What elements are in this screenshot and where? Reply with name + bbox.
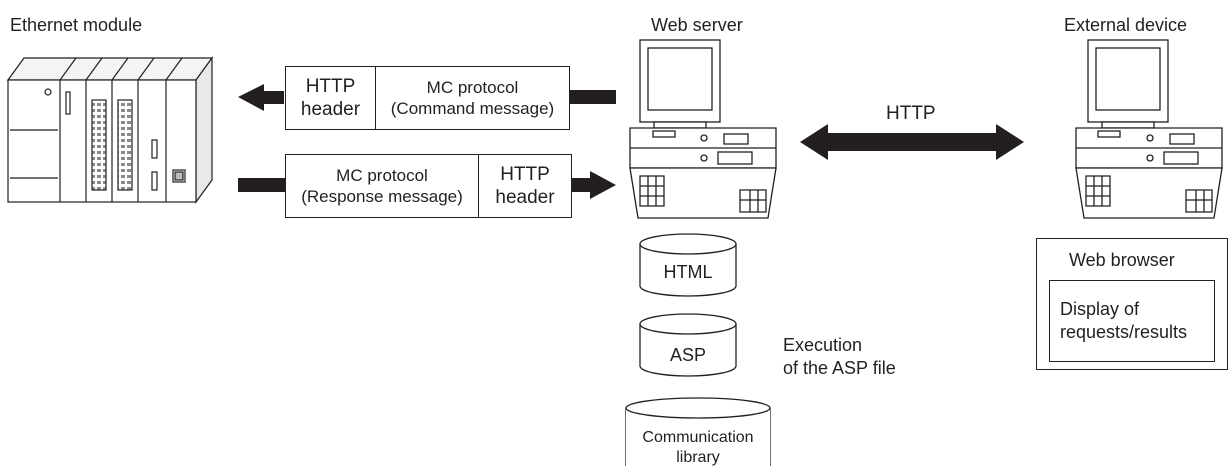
command-arrow: [238, 84, 616, 111]
response-arrow: [238, 171, 616, 199]
external-device-computer-icon: [1075, 39, 1223, 219]
library-storage-cylinder: [625, 397, 771, 466]
response-http-header: HTTP header: [478, 155, 571, 217]
http-double-arrow: [800, 124, 1024, 160]
asp-storage-cylinder: [639, 313, 737, 377]
command-mc-protocol: MC protocol (Command message): [375, 67, 569, 129]
library-label: Communication library: [642, 429, 754, 466]
http-label: HTTP: [886, 103, 936, 124]
plc-unit-icon: [6, 56, 214, 204]
external-device-label: External device: [1064, 15, 1188, 35]
command-http-header: HTTP header: [300, 76, 361, 120]
command-packet: HTTP header MC protocol (Command message…: [285, 66, 570, 130]
web-browser-window: Web browser Display of requests/results: [1036, 238, 1228, 370]
html-storage-cylinder: [639, 233, 737, 297]
web-browser-content: Display of requests/results: [1060, 299, 1188, 342]
ethernet-module-label: Ethernet module: [10, 15, 143, 35]
response-mc-protocol: MC protocol (Response message): [301, 166, 463, 206]
web-server-label: Web server: [651, 15, 743, 35]
web-server-computer-icon: [629, 39, 777, 219]
execution-note: Execution of the ASP file: [783, 335, 896, 378]
web-browser-title: Web browser: [1069, 250, 1175, 270]
response-packet: MC protocol (Response message) HTTP head…: [285, 154, 572, 218]
web-browser-content-area: Display of requests/results: [1049, 280, 1215, 362]
html-label: HTML: [663, 262, 713, 282]
asp-label: ASP: [669, 345, 707, 365]
